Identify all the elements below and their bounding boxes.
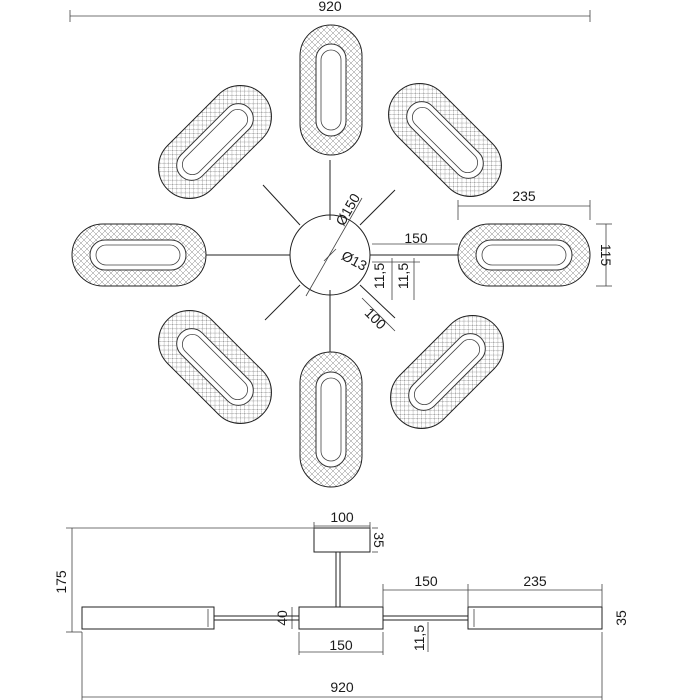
shade-height-dimension-side: 35 [613, 610, 629, 626]
shade-top-left [158, 85, 272, 199]
shade-length-dimension-top: 235 [457, 188, 591, 220]
overall-width-dimension-top: 920 [69, 0, 591, 22]
arm-length-dimension-side: 150 [382, 573, 469, 607]
total-height-label: 175 [53, 570, 69, 594]
diagonal-arm-dimension-top: 100 [362, 297, 396, 333]
arm-thickness-dimension-top: 11,5 11,5 [371, 258, 420, 300]
overall-width-label-side: 920 [330, 679, 354, 695]
shade-height-label-side: 35 [613, 610, 629, 626]
overall-width-label: 920 [318, 0, 342, 14]
ceiling-canopy-side: 100 35 [313, 509, 387, 553]
shade-length-label-side: 235 [523, 573, 547, 589]
body-width-label: 150 [329, 637, 353, 653]
arm-length-label-side: 150 [414, 573, 438, 589]
canopy-diameter-label: Ø150 [332, 190, 363, 228]
shade-top-right [388, 83, 502, 197]
side-view: 100 35 150 40 [53, 509, 629, 700]
shade-bottom [299, 351, 363, 488]
stem-side [335, 552, 341, 607]
arm-length-label-top: 150 [404, 230, 428, 246]
arms [206, 160, 458, 352]
top-view: 920 Ø150 Ø13 [69, 0, 614, 488]
shade-left-side [81, 606, 215, 630]
shade-left [71, 223, 207, 287]
arm-thickness-label-side: 11,5 [411, 625, 427, 651]
overall-width-dimension-side: 920 [81, 632, 603, 700]
canopy-width-label: 100 [330, 509, 354, 525]
arm-thickness-label-b: 11,5 [395, 263, 411, 289]
shade-right-side [467, 606, 603, 630]
arm-thickness-dimension-side: 11,5 [411, 622, 429, 652]
shade-top [299, 24, 363, 156]
total-height-dimension: 175 [53, 527, 314, 633]
shade-bottom-right [390, 315, 504, 429]
shade-length-label-top: 235 [512, 188, 536, 204]
body-height-label: 40 [274, 610, 290, 626]
canopy-height-label: 35 [371, 532, 387, 548]
center-hole-label: Ø13 [339, 247, 370, 274]
shade-length-dimension-side: 235 [468, 573, 603, 607]
shade-right [457, 223, 591, 287]
shade-width-dimension-top: 115 [596, 223, 614, 287]
arm-length-dimension-top: 150 [372, 230, 458, 246]
shade-bottom-left [158, 310, 272, 424]
body-side: 150 40 [274, 606, 384, 655]
shade-width-label-top: 115 [598, 244, 614, 267]
arms-side [214, 615, 468, 621]
arm-thickness-label-a: 11,5 [371, 263, 387, 289]
